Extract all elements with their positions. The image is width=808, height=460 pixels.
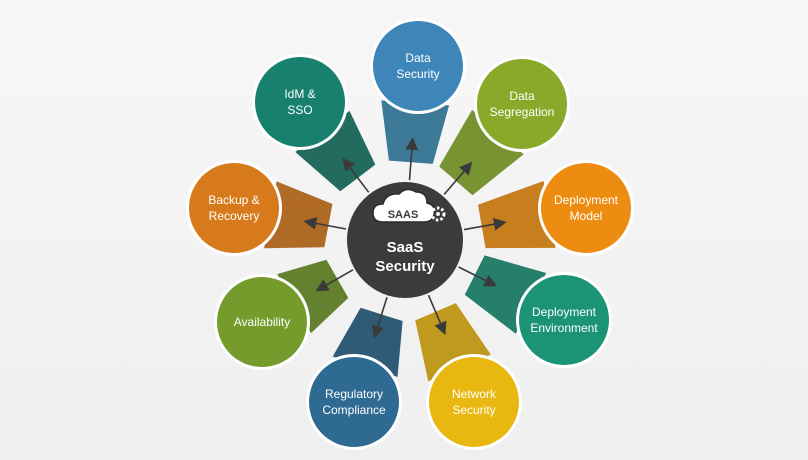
cloud-gear-icon (372, 188, 446, 223)
arrow-availability (315, 269, 354, 292)
node-circle-availability (217, 277, 307, 367)
node-label-regulatory-compliance-1: Compliance (322, 403, 386, 417)
node-label-regulatory-compliance-0: Regulatory (325, 387, 383, 401)
node-label-deployment-environment-1: Environment (530, 321, 598, 335)
node-label-availability-0: Availability (234, 315, 290, 329)
node-label-network-security-1: Security (452, 403, 495, 417)
arrow-deployment-model (463, 217, 507, 231)
arrow-idm-sso (342, 157, 370, 193)
node-label-network-security-0: Network (452, 387, 497, 401)
connector-deployment-model (478, 181, 556, 249)
node-idm-sso: IdM & SSO (252, 54, 348, 150)
node-backup-recovery: Backup & Recovery (186, 160, 282, 256)
node-label-deployment-environment-0: Deployment (532, 305, 597, 319)
arrow-network-security (427, 294, 447, 335)
node-circle-deployment-model (541, 163, 631, 253)
arrow-data-security (405, 137, 419, 181)
connector-layer (264, 100, 556, 382)
node-circle-deployment-environment (519, 275, 609, 365)
node-label-idm-sso-0: IdM & (284, 87, 315, 101)
node-layer: DataSecurityDataSegregationDeploymentMod… (186, 18, 634, 450)
node-label-backup-recovery-0: Backup & (208, 193, 259, 207)
arrow-deployment-environment (458, 266, 498, 287)
node-label-data-segregation-1: Segregation (490, 105, 555, 119)
center-title-line2: Security (375, 258, 435, 275)
node-label-backup-recovery-1: Recovery (209, 209, 260, 223)
arrow-backup-recovery (303, 217, 347, 230)
connector-availability (277, 259, 349, 334)
node-circle-idm-sso (255, 57, 345, 147)
connector-backup-recovery (264, 181, 333, 249)
connector-data-security (381, 100, 450, 164)
node-label-deployment-model-0: Deployment (554, 193, 619, 207)
saas-logo-text: SAAS (388, 209, 419, 221)
node-label-data-security-0: Data (405, 51, 431, 65)
arrow-layer (303, 137, 507, 339)
node-label-idm-sso-1: SSO (287, 103, 312, 117)
node-circle-data-segregation (477, 59, 567, 149)
node-circle-backup-recovery (189, 163, 279, 253)
center-title-line1: SaaS (387, 239, 424, 256)
node-label-deployment-model-1: Model (570, 209, 603, 223)
node-circle-regulatory-compliance (309, 357, 399, 447)
center-hub: SAAS SaaS Security (347, 182, 463, 298)
node-label-data-security-1: Security (396, 67, 439, 81)
node-label-data-segregation-0: Data (509, 89, 535, 103)
arrow-regulatory-compliance (371, 296, 388, 339)
node-availability: Availability (214, 274, 310, 370)
node-circle-network-security (429, 357, 519, 447)
arrow-data-segregation (443, 161, 473, 196)
node-circle-data-security (373, 21, 463, 111)
